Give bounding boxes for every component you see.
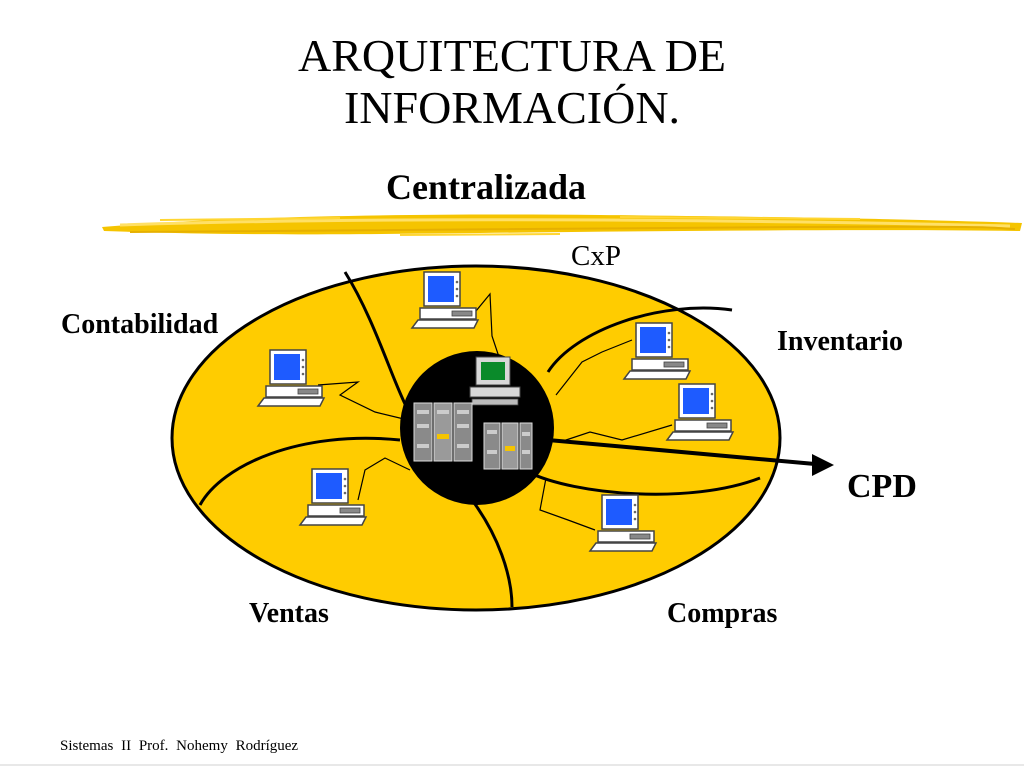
footer-text: Sistemas II Prof. Nohemy Rodríguez: [60, 738, 299, 754]
label-compras: Compras: [667, 598, 778, 629]
partition-line: [470, 499, 514, 608]
label-inventario: Inventario: [777, 326, 903, 357]
arrow-icon: [547, 438, 834, 476]
network-link: [357, 457, 411, 501]
network-link: [539, 477, 596, 531]
partition-line: [198, 436, 401, 506]
network-link: [559, 424, 673, 443]
network-link: [555, 339, 633, 396]
label-cxp: CxP: [571, 240, 621, 272]
footer-divider: [0, 764, 1024, 766]
partition-line: [546, 306, 733, 373]
slide-subtitle: Centralizada: [386, 167, 586, 207]
partition-line: [343, 271, 410, 411]
slide-title: ARQUITECTURA DE INFORMACIÓN.: [0, 30, 1024, 134]
label-contabilidad: Contabilidad: [61, 309, 219, 340]
network-link: [317, 381, 409, 421]
highlight-brush-stroke: [102, 214, 1022, 236]
title-line-2: INFORMACIÓN.: [343, 82, 681, 133]
partition-line: [527, 470, 761, 496]
server-icon: [413, 402, 473, 462]
title-line-1: ARQUITECTURA DE: [297, 30, 727, 81]
label-ventas: Ventas: [249, 598, 329, 629]
server-icon: [483, 422, 533, 470]
server-icon: [469, 356, 521, 406]
label-cpd: CPD: [847, 468, 917, 505]
